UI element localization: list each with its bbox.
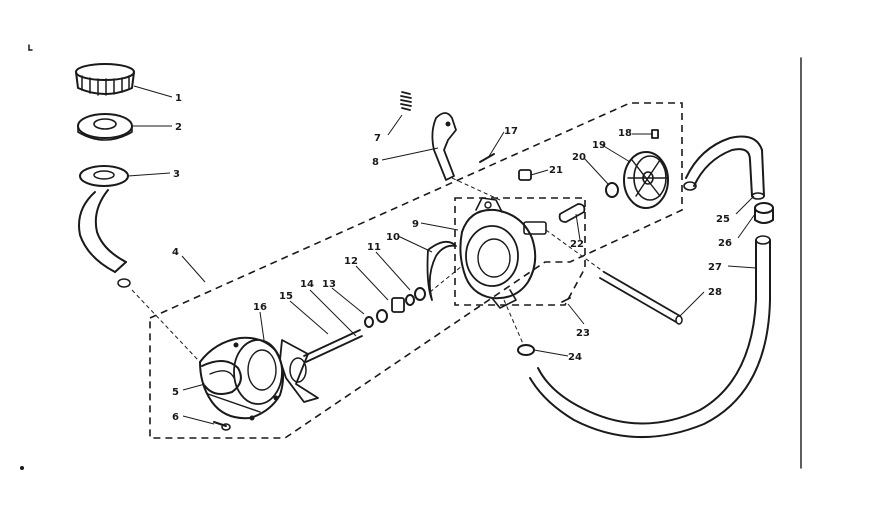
part-label-11: 11 [367, 242, 381, 253]
pump-housing [199, 336, 285, 421]
leader-lines [127, 85, 757, 425]
assembly-alignment-lines [131, 177, 605, 361]
part-label-3: 3 [173, 169, 180, 180]
coupling-sleeve [754, 202, 774, 224]
hose-clamp [517, 344, 535, 356]
motor-body [459, 197, 547, 309]
tie-rod [561, 271, 683, 325]
part-label-25: 25 [716, 214, 730, 225]
cooling-fan [623, 151, 669, 209]
retaining-ring [426, 240, 457, 301]
lever-pin [479, 153, 495, 163]
part-label-22: 22 [570, 239, 584, 250]
part-label-15: 15 [279, 291, 293, 302]
impeller [279, 339, 319, 403]
strainer-cap [75, 63, 135, 96]
fan-washer [605, 182, 619, 198]
part-label-14: 14 [300, 279, 314, 290]
drain-gasket [79, 165, 129, 187]
part-label-20: 20 [572, 152, 586, 163]
part-label-23: 23 [576, 328, 590, 339]
part-label-13: 13 [322, 279, 336, 290]
part-labels: 1 2 3 4 5 6 7 8 9 10 11 12 13 14 15 16 1… [172, 93, 732, 423]
outlet-hose-upper [683, 135, 765, 200]
page-marks [20, 44, 802, 470]
part-label-12: 12 [344, 256, 358, 267]
part-label-21: 21 [549, 165, 563, 176]
part-label-26: 26 [718, 238, 732, 249]
part-label-16: 16 [253, 302, 267, 313]
fan-screw [651, 129, 659, 139]
latch-lever [431, 112, 457, 181]
part-label-4: 4 [172, 247, 179, 258]
part-label-27: 27 [708, 262, 722, 273]
lever-spring [400, 91, 412, 111]
part-label-2: 2 [175, 122, 182, 133]
part-label-18: 18 [618, 128, 632, 139]
part-label-7: 7 [374, 133, 381, 144]
part-label-28: 28 [708, 287, 722, 298]
assembly-boundary [149, 102, 683, 439]
basket-ring [77, 113, 133, 141]
part-label-19: 19 [592, 140, 606, 151]
shaft-seals [364, 287, 426, 328]
pump-shaft [303, 329, 363, 363]
part-label-10: 10 [386, 232, 400, 243]
discharge-hose [529, 235, 771, 438]
drain-hose-left [78, 189, 131, 288]
part-label-9: 9 [412, 219, 419, 230]
housing-screw [213, 421, 231, 431]
part-label-17: 17 [504, 126, 518, 137]
part-label-24: 24 [568, 352, 582, 363]
part-label-8: 8 [372, 157, 379, 168]
part-label-1: 1 [175, 93, 182, 104]
part-label-5: 5 [172, 387, 179, 398]
bushings [518, 169, 586, 223]
part-label-6: 6 [172, 412, 179, 423]
